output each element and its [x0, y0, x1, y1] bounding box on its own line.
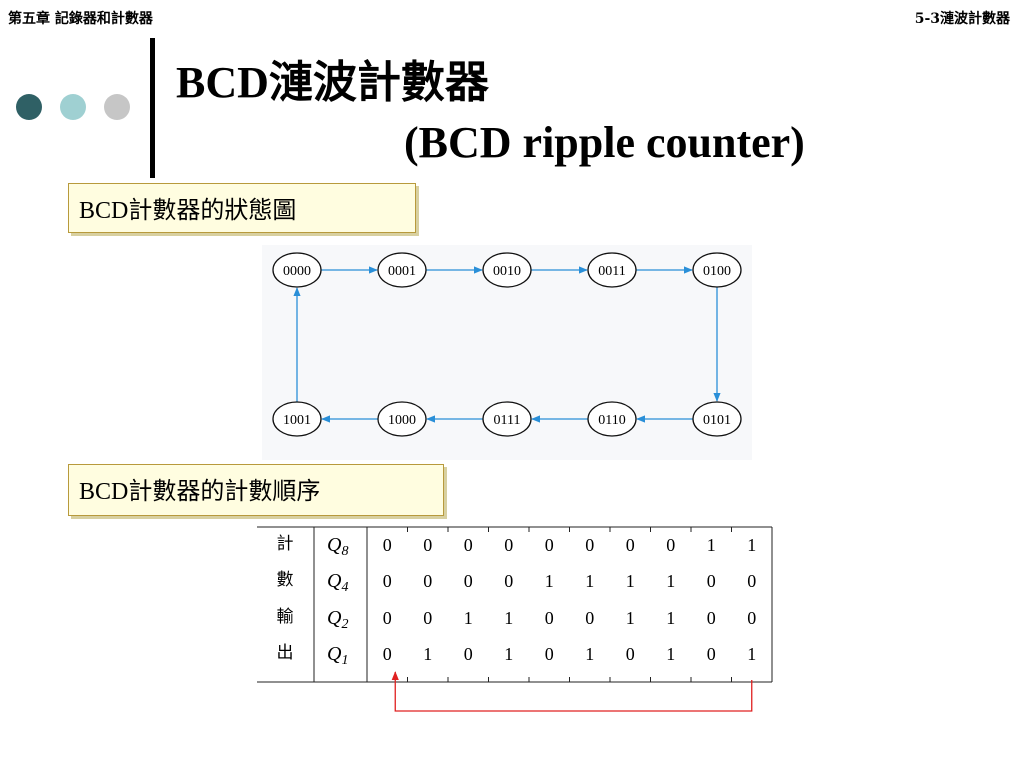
- table-cell: 0: [585, 608, 594, 628]
- state-label: 0000: [283, 264, 311, 279]
- table-cell: 0: [747, 571, 756, 591]
- state-label: 1000: [388, 413, 416, 428]
- table-cell: 1: [626, 608, 635, 628]
- table-cell: 0: [383, 608, 392, 628]
- state-label: 0010: [493, 264, 521, 279]
- table-cell: 0: [707, 571, 716, 591]
- table-cell: 1: [707, 535, 716, 555]
- state-label: 1001: [283, 413, 311, 428]
- state-node-0011: 0011: [587, 252, 637, 288]
- side-label-char: 出: [277, 643, 294, 662]
- table-cell: 0: [707, 608, 716, 628]
- side-label-char: 計: [277, 534, 294, 553]
- table-cell: 0: [545, 644, 554, 664]
- state-node-0101: 0101: [692, 401, 742, 437]
- page-subtitle: (BCD ripple counter): [404, 118, 805, 167]
- row-label-q4: Q4: [327, 570, 348, 595]
- decor-dot-2: [60, 94, 86, 120]
- state-diagram-label: BCD計數器的狀態圖: [68, 183, 416, 233]
- page-title: BCD漣波計數器: [176, 58, 489, 107]
- table-cell: 1: [666, 608, 675, 628]
- count-sequence-label: BCD計數器的計數順序: [68, 464, 444, 516]
- table-cell: 1: [666, 644, 675, 664]
- table-cell: 0: [423, 571, 432, 591]
- row-label-q1: Q1: [327, 643, 348, 668]
- section-header: 5-3漣波計數器: [914, 11, 1010, 27]
- table-cell: 1: [423, 644, 432, 664]
- side-label-char: 輸: [277, 607, 294, 626]
- title-divider: [150, 38, 155, 178]
- table-cell: 0: [423, 535, 432, 555]
- table-cell: 1: [747, 644, 756, 664]
- table-cell: 0: [545, 535, 554, 555]
- table-cell: 0: [423, 608, 432, 628]
- table-cell: 1: [545, 571, 554, 591]
- state-node-0111: 0111: [482, 401, 532, 437]
- state-label: 0100: [703, 264, 731, 279]
- decor-dot-1: [16, 94, 42, 120]
- table-cell: 0: [504, 535, 513, 555]
- state-label: 0101: [703, 413, 731, 428]
- table-cell: 0: [626, 535, 635, 555]
- state-node-0000: 0000: [272, 252, 322, 288]
- state-node-0100: 0100: [692, 252, 742, 288]
- return-arrow: [391, 671, 753, 712]
- table-cell: 0: [464, 535, 473, 555]
- state-node-0010: 0010: [482, 252, 532, 288]
- table-cell: 0: [626, 644, 635, 664]
- row-label-q2: Q2: [327, 607, 348, 632]
- table-cell: 1: [747, 535, 756, 555]
- side-label-char: 數: [277, 570, 294, 589]
- table-cell: 0: [383, 571, 392, 591]
- table-cell: 0: [747, 608, 756, 628]
- table-cell: 0: [585, 535, 594, 555]
- table-cell: 1: [666, 571, 675, 591]
- row-label-q8: Q8: [327, 534, 348, 559]
- state-node-0001: 0001: [377, 252, 427, 288]
- table-cell: 1: [585, 644, 594, 664]
- state-node-1000: 1000: [377, 401, 427, 437]
- table-cell: 1: [504, 644, 513, 664]
- table-cell: 0: [383, 644, 392, 664]
- table-cell: 1: [585, 571, 594, 591]
- decor-dot-3: [104, 94, 130, 120]
- table-cell: 1: [464, 608, 473, 628]
- table-cell: 0: [383, 535, 392, 555]
- table-cell: 0: [504, 571, 513, 591]
- state-node-0110: 0110: [587, 401, 637, 437]
- state-label: 0011: [598, 264, 625, 279]
- table-cell: 0: [707, 644, 716, 664]
- table-cell: 0: [464, 571, 473, 591]
- table-cell: 1: [626, 571, 635, 591]
- table-cell: 0: [666, 535, 675, 555]
- table-cell: 1: [504, 608, 513, 628]
- state-diagram: 0000 0001 0010 0011 0100 1001 1000 0111 0110 0101: [262, 245, 752, 460]
- state-label: 0001: [388, 264, 416, 279]
- state-label: 0110: [598, 413, 625, 428]
- chapter-header: 第五章 記錄器和計數器: [8, 11, 153, 27]
- state-node-1001: 1001: [272, 401, 322, 437]
- table-cell: 0: [545, 608, 554, 628]
- state-label: 0111: [494, 413, 521, 428]
- table-cell: 0: [464, 644, 473, 664]
